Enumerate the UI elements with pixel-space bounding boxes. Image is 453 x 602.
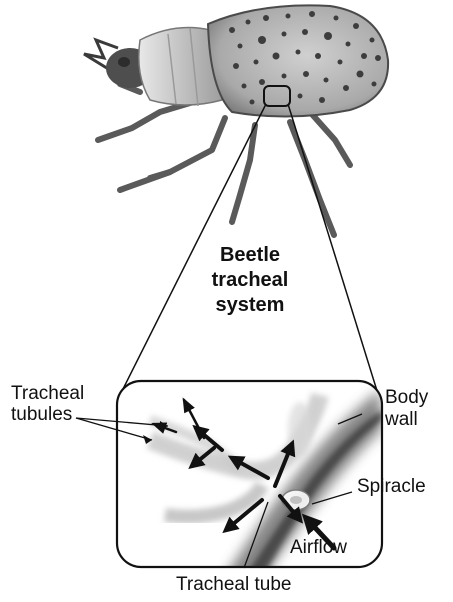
- beetle-illustration: [84, 5, 388, 235]
- diagram-title-line-1: Beetle: [205, 243, 295, 267]
- label-body-wall-line-2: wall: [385, 409, 418, 431]
- label-spiracle: Spiracle: [357, 476, 426, 498]
- diagram-title-line-3: system: [205, 293, 295, 317]
- diagram-title-line-2: tracheal: [205, 268, 295, 292]
- label-tracheal-tubules-line-2: tubules: [11, 404, 72, 426]
- label-body-wall-line-1: Body: [385, 387, 428, 409]
- label-tracheal-tube: Tracheal tube: [176, 574, 291, 596]
- label-tracheal-tubules-line-1: Tracheal: [11, 383, 84, 405]
- label-airflow: Airflow: [290, 537, 347, 559]
- magnified-inset: [117, 381, 382, 600]
